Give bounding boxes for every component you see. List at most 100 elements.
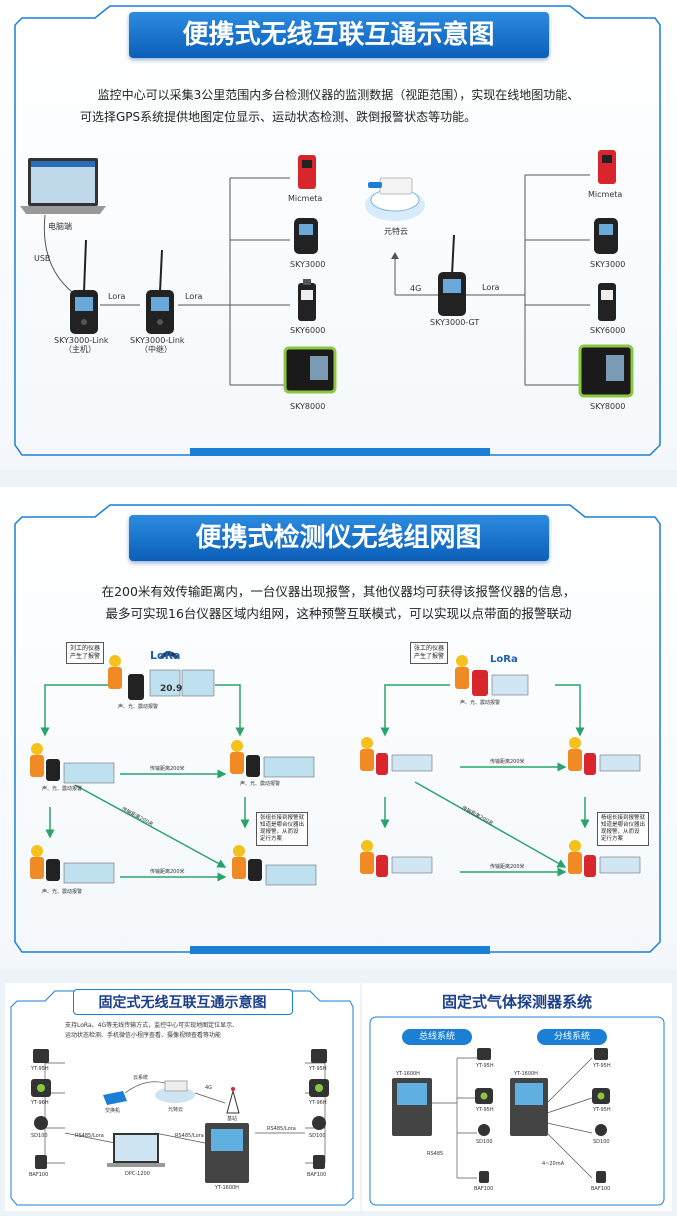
section2-desc-line2: 最多可实现16台仪器区域内组网，这种预警互联模式，可以实现以点带面的报警联动 (105, 606, 572, 621)
link-host-device-icon (70, 239, 98, 334)
lora-logo-right: LoRa (490, 654, 518, 665)
section1-frame (14, 5, 661, 456)
right-device-label-3: SD100 (309, 1133, 326, 1139)
usb-label: USB (34, 254, 51, 263)
lora-label-3: Lora (482, 283, 500, 292)
link-relay-device-icon (146, 249, 174, 334)
sky3000-icon (294, 218, 318, 254)
alarm-caption-4: 声、光、震动报警 (42, 889, 83, 895)
micmeta-icon-2 (598, 150, 616, 184)
distance-label-l2: 传输距离200米 (150, 869, 185, 875)
section-fixed-interconnect: 固定式无线互联互通示意图 支持LoRa、4G等无线传输方式，监控中心可实现地图定… (5, 983, 360, 1211)
alarm-caption-3: 声、光、震动报警 (240, 781, 281, 787)
section2-network-diagram (30, 651, 641, 886)
cloud-system-label: 云系统 (133, 1075, 149, 1081)
branch-device-label-2: YT-95H (593, 1107, 611, 1113)
section3-desc-line2: 运动状态检测、手机微信小程序查看、摄像视频查看等功能 (65, 1032, 222, 1039)
bus-device-label-4: BAF100 (474, 1186, 494, 1192)
bus-device-label-1: YT-95H (476, 1063, 494, 1069)
sensor-reading: 20.9 (160, 684, 183, 694)
rs-label-2: RS485/Lora (175, 1133, 204, 1139)
link-host-label: SKY3000-Link (54, 336, 109, 345)
section1-desc-line2: 可选择GPS系统提供地图定位显示、运动状态检测、跌倒报警状态等功能。 (80, 110, 477, 124)
laptop-icon (20, 158, 106, 214)
branch-system-badge: 分线系统 (537, 1029, 607, 1045)
right-device-label-4: BAF100 (307, 1172, 327, 1178)
sky3000-icon-2 (594, 218, 618, 254)
branch-device-label-4: BAF100 (591, 1186, 611, 1192)
link-relay-sub-label: （中继） (140, 345, 172, 354)
distance-label-r1: 传输距离200米 (490, 759, 525, 765)
lora-logo-left: LoRa (150, 649, 181, 662)
rs-label-3: RS485/Lora (267, 1126, 296, 1132)
rs-label-1: RS485/Lora (75, 1133, 104, 1139)
controller-icon (205, 1123, 249, 1183)
tower-icon (226, 1087, 240, 1114)
branch-device-label-3: SD100 (593, 1139, 610, 1145)
section1-bottom-bar (190, 448, 490, 456)
section3-desc-line1: 支持LoRa、4G等无线传输方式，监控中心可实现地图定位显示、 (65, 1022, 239, 1029)
section1-connections (20, 150, 634, 398)
bus-device-label-2: YT-95H (476, 1107, 494, 1113)
alarm-caption-2: 声、光、震动报警 (42, 786, 83, 792)
device-label-micmeta: Micmeta (288, 194, 323, 203)
alarm-caption-1: 声、光、震动报警 (118, 704, 159, 710)
section-wireless-interconnect: 便携式无线互联互通示意图 监控中心可以采集3公里范围内多台检测仪器的监测数据（视… (0, 0, 677, 470)
4g-label-2: 4G (205, 1085, 213, 1091)
alarm-caption-5: 声、光、震动报警 (460, 700, 501, 706)
left-device-label-3: SD100 (31, 1133, 48, 1139)
section3-title: 固定式无线互联互通示意图 (72, 989, 293, 1015)
cloud-icon-2 (155, 1080, 195, 1103)
distance-label-l1: 传输距离200米 (150, 766, 185, 772)
section2-bottom-bar (190, 946, 490, 954)
bus-device-label-3: SD100 (476, 1139, 493, 1145)
left-device-label-2: YT-96H (31, 1100, 49, 1106)
lora-label-2: Lora (185, 292, 203, 301)
left-device-label-4: BAF100 (29, 1172, 49, 1178)
switch-icon (103, 1091, 127, 1105)
section2-desc-line1: 在200米有效传输距离内，一台仪器出现报警，其他仪器均可获得该报警仪器的信息， (101, 584, 576, 599)
micmeta-icon (298, 155, 316, 189)
sky8000-icon-2 (578, 344, 634, 398)
yunte-label: 元特云 (168, 1107, 184, 1113)
right-alarm-callout: 张工的仪器 产生了报警 (410, 642, 449, 664)
dpc-label: DPC-1200 (125, 1171, 150, 1177)
device-label-sky3000: SKY3000 (290, 260, 326, 269)
current-loop-label: 4~20mA (542, 1161, 565, 1167)
host-label: YT-1600H (215, 1185, 239, 1191)
section4-diagram (369, 1016, 665, 1206)
pc-label: 电脑端 (48, 222, 72, 231)
cloud-label: 元特云 (384, 227, 408, 236)
device-label-sky6000-2: SKY6000 (590, 326, 626, 335)
distance-label-r2: 传输距离200米 (490, 864, 525, 870)
sky3000-gt-label: SKY3000-GT (430, 318, 480, 327)
device-label-sky8000: SKY8000 (290, 402, 326, 411)
host-label-branch: YT-1600H (514, 1071, 538, 1077)
section2-frame (14, 504, 661, 953)
rs485-label: RS485 (427, 1151, 444, 1157)
switch-label: 交换机 (105, 1108, 121, 1114)
link-host-sub-label: （主机） (64, 345, 96, 354)
device-label-micmeta-2: Micmeta (588, 190, 623, 199)
left-leader-message: 张组长接到报警就 知道是哪台仪器出 现报警，从而设 定行方案 (256, 812, 309, 846)
section1-title: 便携式无线互联互通示意图 (128, 12, 549, 58)
4g-label: 4G (410, 284, 422, 293)
left-device-label-1: YT-95H (31, 1066, 49, 1072)
cloud-server-icon (365, 177, 425, 221)
section1-desc-line1: 监控中心可以采集3公里范围内多台检测仪器的监测数据（视距范围），实现在线地图功能… (97, 88, 580, 102)
branch-device-label-1: YT-95H (593, 1063, 611, 1069)
laptop-icon-2 (107, 1133, 165, 1167)
section4-title: 固定式气体探测器系统 (441, 993, 592, 1011)
lora-label-1: Lora (108, 292, 126, 301)
section3-frame (10, 990, 354, 1206)
wifi-signal-icon (160, 651, 178, 659)
sky3000-gt-device-icon (438, 234, 466, 316)
right-device-label-2: YT-96H (309, 1100, 327, 1106)
device-label-sky8000-2: SKY8000 (590, 402, 626, 411)
base-station-label: 基站 (227, 1116, 238, 1122)
right-device-label-1: YT-95H (309, 1066, 327, 1072)
host-label-bus: YT-1600H (396, 1071, 420, 1077)
sky6000-icon (298, 279, 316, 321)
sky6000-icon-2 (598, 283, 616, 321)
sky8000-icon (283, 346, 337, 394)
